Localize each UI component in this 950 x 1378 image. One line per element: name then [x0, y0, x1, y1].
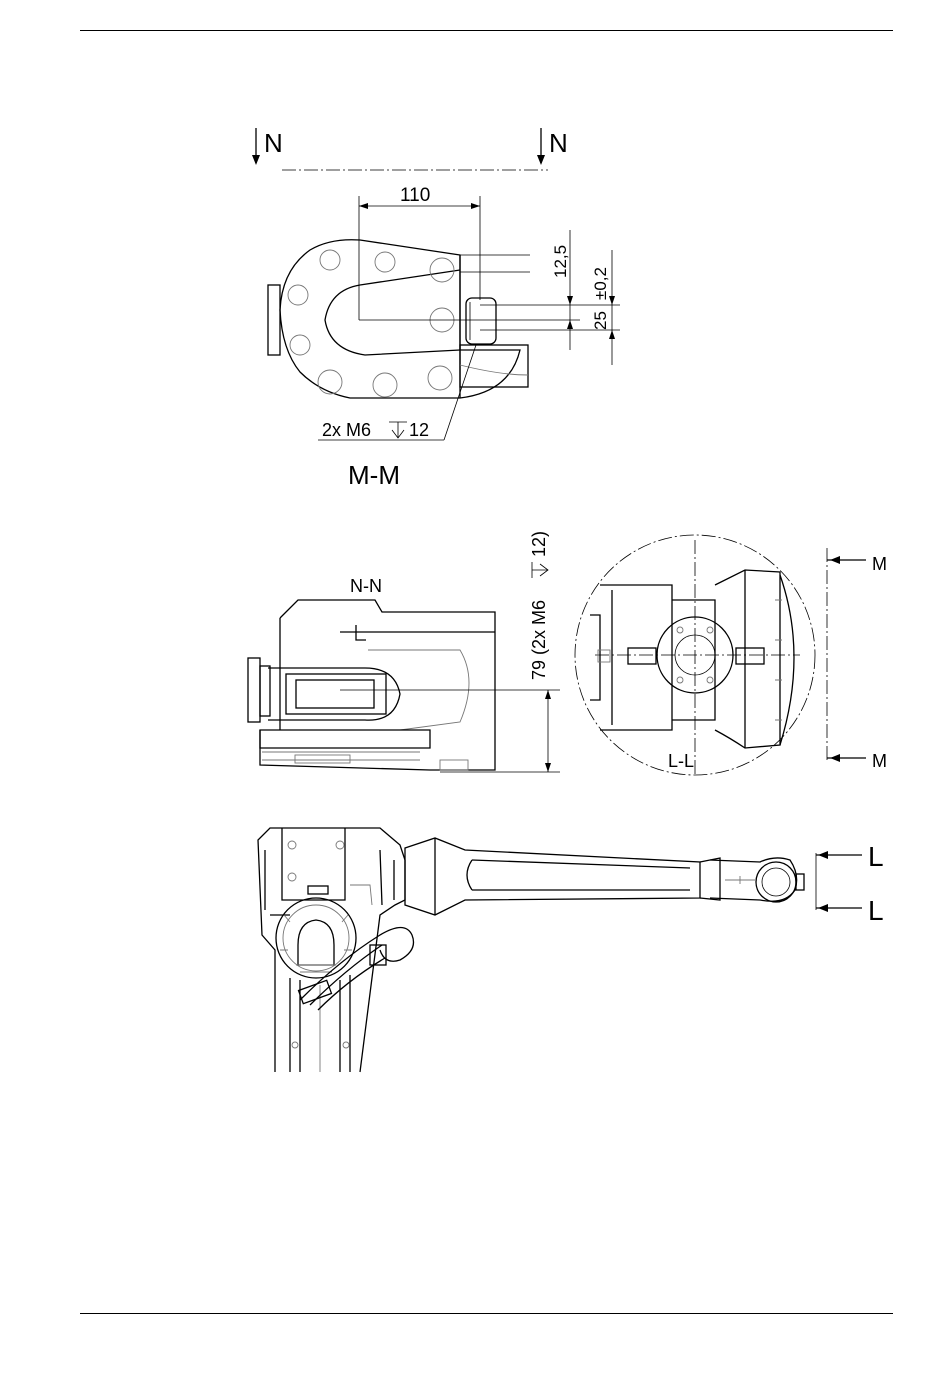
n-marker-left: N	[264, 128, 283, 158]
view-arm-side: L L	[258, 828, 884, 1072]
nn-title: N-N	[350, 576, 382, 596]
m-marker-top: M	[872, 554, 887, 574]
l-marker-bottom: L	[868, 895, 884, 926]
view-l-l: L-L M M	[575, 535, 887, 775]
view-n-n: N-N 79 (2x M6 12)	[248, 531, 560, 772]
ll-title: L-L	[668, 751, 694, 771]
dim-25: 25	[591, 311, 610, 330]
note-2x-m6: 2x M6	[322, 420, 371, 440]
n-marker-right: N	[549, 128, 568, 158]
dim-79-end: 12)	[529, 531, 549, 557]
l-marker-top: L	[868, 841, 884, 872]
dim-tol-0-2: ±0,2	[591, 267, 610, 300]
dim-12-5: 12,5	[551, 245, 570, 278]
view-m-m: 110 12,5 ±0,2 25	[268, 185, 620, 490]
section-n-markers: N N	[252, 128, 568, 170]
dim-79: 79 (2x M6	[529, 600, 549, 680]
note-depth-12: 12	[409, 420, 429, 440]
m-marker-bottom: M	[872, 751, 887, 771]
dim-110: 110	[400, 185, 430, 206]
mm-title: M-M	[348, 460, 400, 490]
